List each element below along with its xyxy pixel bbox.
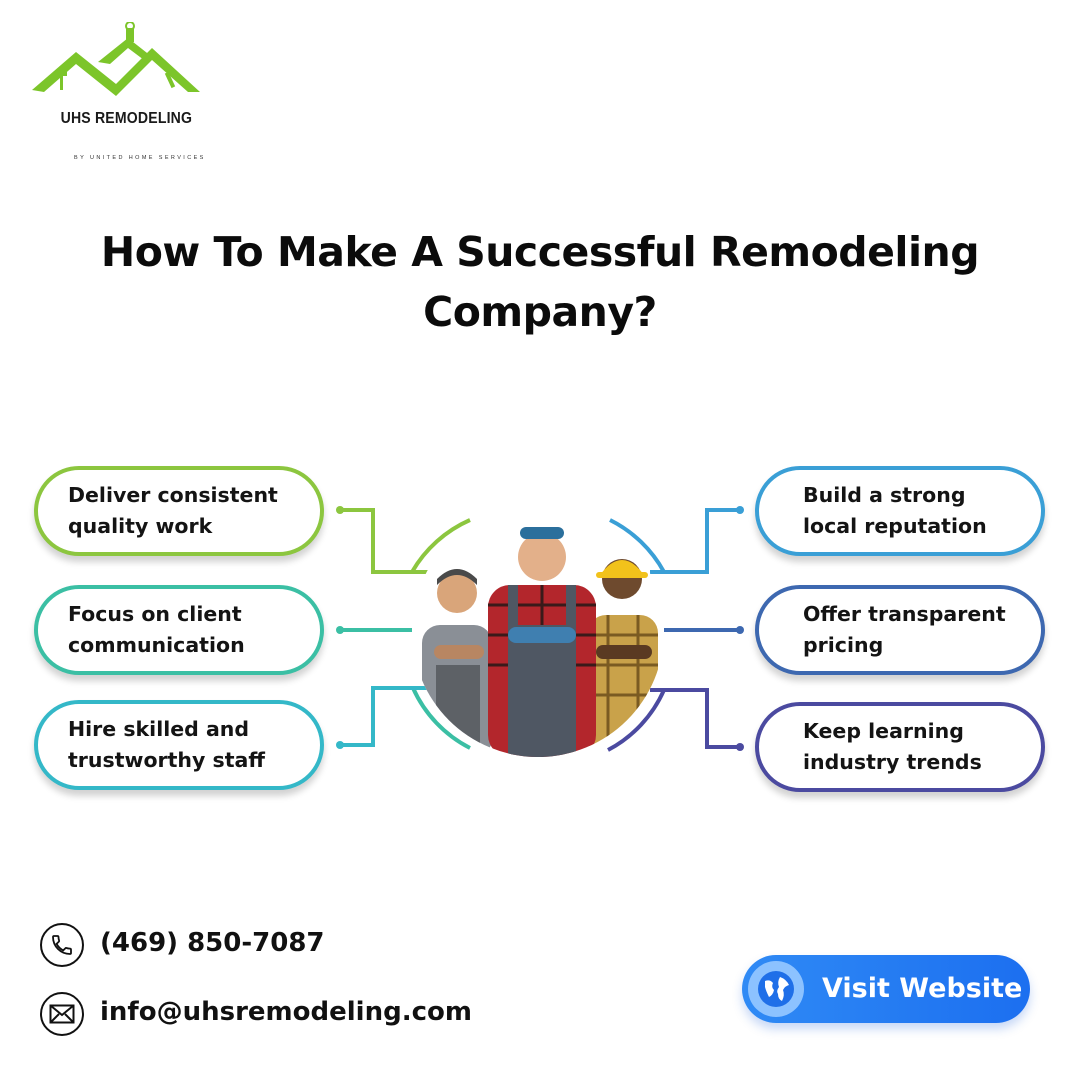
brand-tagline: BY UNITED HOME SERVICES — [74, 155, 206, 161]
title-line-1: How To Make A Successful Remodeling — [100, 228, 980, 276]
tip-label: Focus on client communication — [68, 602, 245, 657]
tip-left-2: Focus on client communication — [34, 585, 324, 675]
tip-label: Hire skilled and trustworthy staff — [68, 717, 265, 772]
envelope-icon — [40, 992, 84, 1036]
tip-right-3: Keep learning industry trends — [755, 702, 1045, 792]
phone-number[interactable]: (469) 850-7087 — [100, 928, 325, 958]
tip-left-1: Deliver consistent quality work — [34, 466, 324, 556]
workers-photo — [412, 505, 664, 757]
tip-right-2: Offer transparent pricing — [755, 585, 1045, 675]
brand-logo: UHS REMODELING BY UNITED HOME SERVICES — [28, 22, 208, 161]
title-line-2: Company? — [423, 288, 657, 336]
phone-icon — [40, 923, 84, 967]
tip-label: Keep learning industry trends — [803, 719, 982, 774]
email-address[interactable]: info@uhsremodeling.com — [100, 997, 472, 1027]
visit-website-label: Visit Website — [822, 973, 1023, 1004]
tip-label: Offer transparent pricing — [803, 602, 1006, 657]
house-roof-icon — [32, 22, 200, 96]
tip-label: Build a strong local reputation — [803, 483, 987, 538]
tip-label: Deliver consistent quality work — [68, 483, 278, 538]
globe-icon — [748, 961, 804, 1017]
brand-name: UHS REMODELING — [60, 110, 193, 127]
visit-website-button[interactable]: Visit Website — [742, 955, 1030, 1023]
tip-left-3: Hire skilled and trustworthy staff — [34, 700, 324, 790]
page-title: How To Make A Successful Remodeling Comp… — [40, 222, 1040, 342]
tip-right-1: Build a strong local reputation — [755, 466, 1045, 556]
